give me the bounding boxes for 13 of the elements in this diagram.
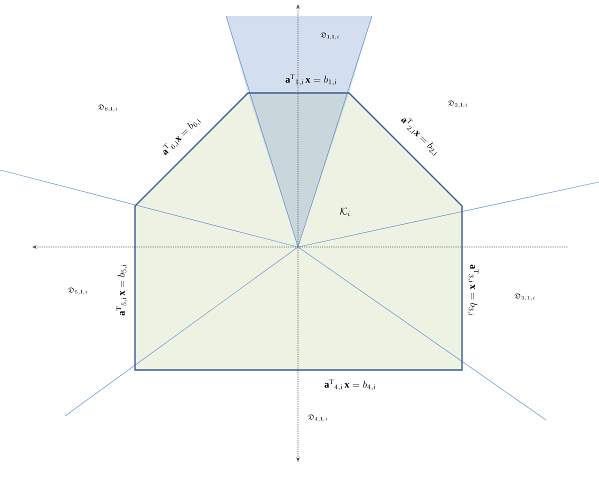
constraint-label: $\mathbf{a}^{\mathrm{T}}{}_{4,\mathrm{i}}\,\mathbf{x}= b_{4,\mathrm{i}}$ bbox=[324, 379, 376, 390]
constraint-label: $\mathbf{a}^{\mathrm{T}}{}_{2,\mathrm{i}}\mathbf{x} = b_{2,\mathrm{i}}$ bbox=[401, 118, 437, 156]
cone-label: $\mathcal{K}_i$ bbox=[340, 208, 350, 216]
region-label: $\mathfrak{D}_{5,\mathbf{1},i}$ bbox=[68, 288, 88, 294]
region-label: $\mathfrak{D}_{\mathbf{1},\mathbf{1},i}$ bbox=[320, 32, 339, 40]
constraint-label: $\mathbf{a}^{\mathrm{T}}{}_{1,\mathrm{i}}\,\mathbf{x} = b_{1,\mathrm{i}}$ bbox=[286, 74, 336, 86]
constraint-label: $\mathbf{a}^{\mathrm{T}}{}_{3,\mathrm{i}}\,\mathbf{x} = b_{3,\mathrm{i}}$ bbox=[468, 264, 479, 316]
region-label: $\mathfrak{D}_{3,1,i}$ bbox=[514, 294, 535, 300]
region-label: $\mathfrak{D}_{6,\mathbf{1},i}$ bbox=[98, 104, 118, 112]
constraint-label: $\mathbf{a}^{\mathrm{T}}{}_{6,\mathrm{i}}\mathbf{x} = b_{6,\mathrm{i}}$ bbox=[162, 119, 202, 155]
region-label: $\mathfrak{D}_{4,\mathbf{1},i}$ bbox=[308, 414, 328, 422]
constraint-label: $\mathbf{a}^{\mathrm{T}}{}_{5,\mathrm{i}}\,\mathbf{x} = b_{5,\mathrm{i}}$ bbox=[116, 264, 128, 316]
region-label: $\mathfrak{D}_{2,\mathbf{1},i}$ bbox=[448, 100, 468, 108]
